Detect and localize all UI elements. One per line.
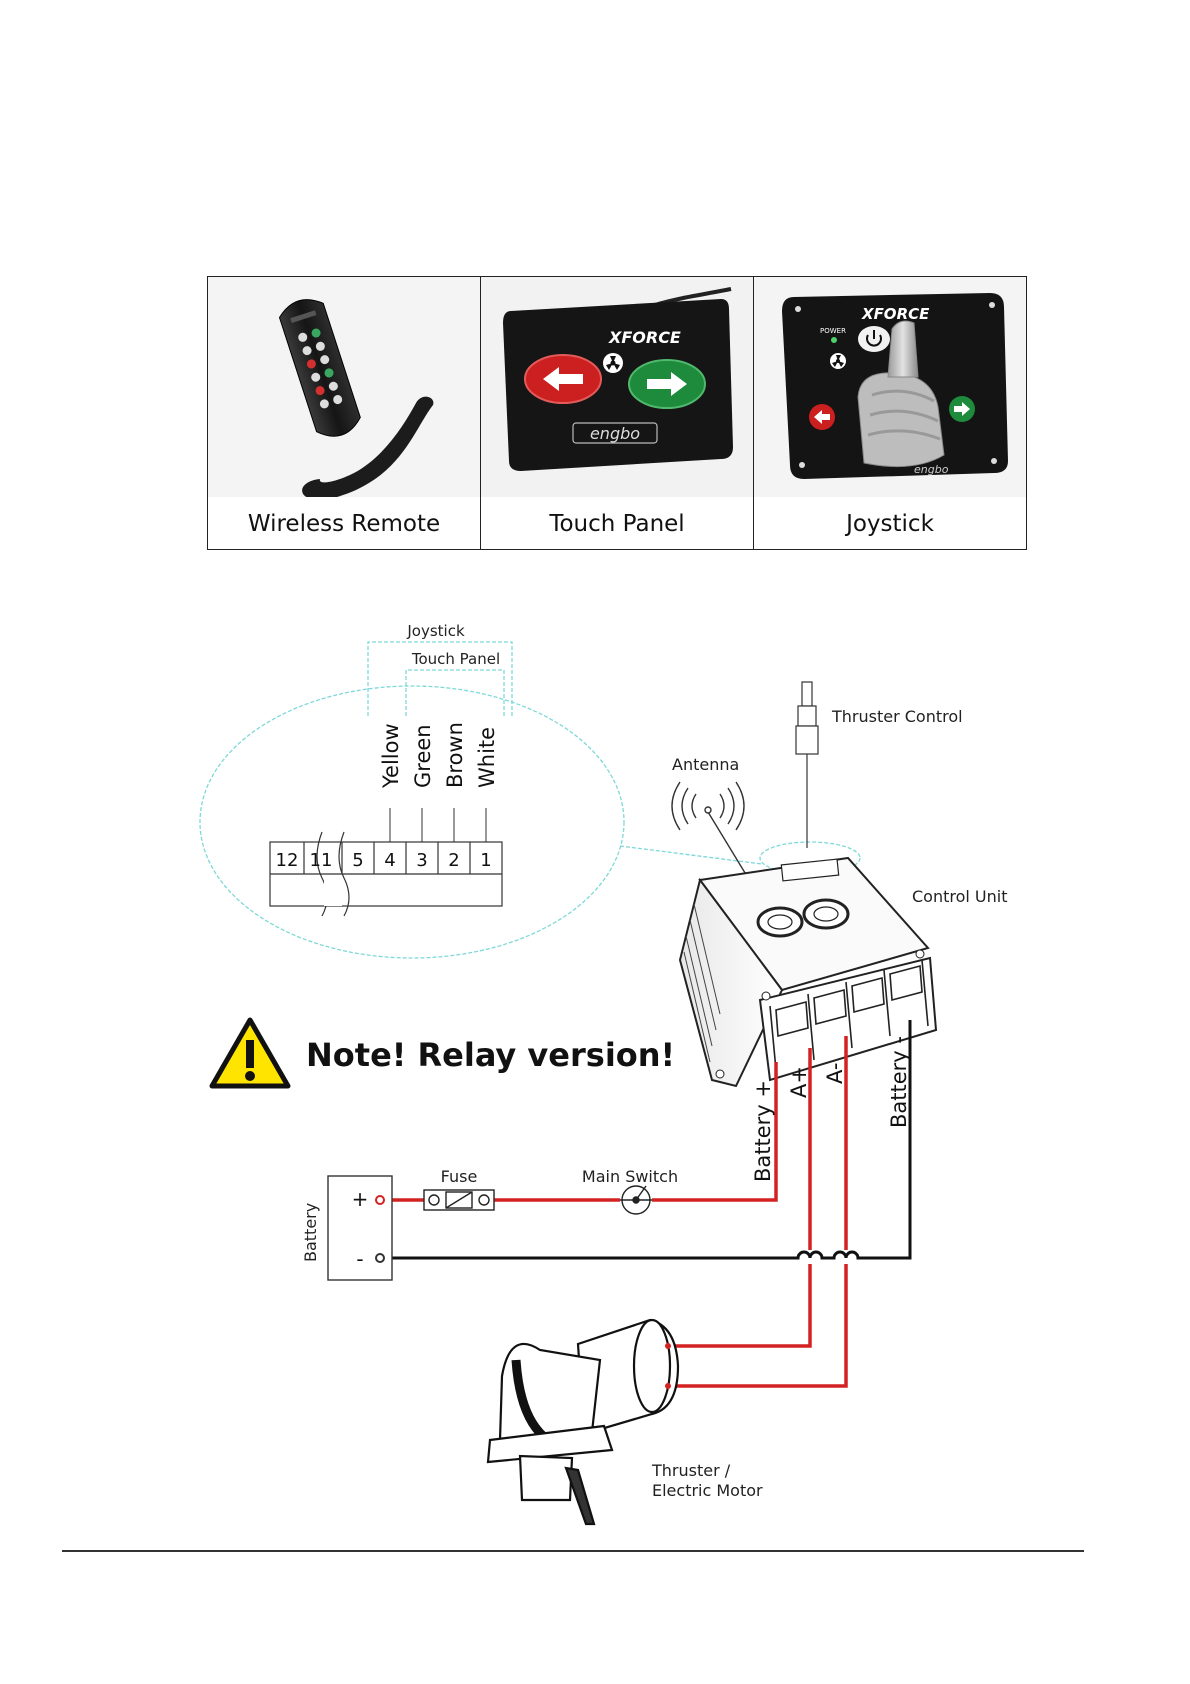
touch-panel-bracket	[406, 670, 504, 716]
joystick-image: XFORCE POWER	[754, 277, 1026, 497]
terminal-4: 4	[384, 850, 395, 871]
fan-icon	[830, 353, 846, 369]
a-plus-label: A+	[787, 1066, 811, 1098]
terminal-5: 5	[352, 850, 363, 871]
product-cell-joystick: XFORCE POWER	[753, 277, 1026, 549]
wire-label-green: Green	[411, 724, 435, 788]
control-unit-label: Control Unit	[912, 887, 1008, 906]
touch-panel-image: XFORCE engbo	[481, 277, 753, 497]
motor-label-line2: Electric Motor	[652, 1481, 763, 1500]
joystick-label: Joystick	[754, 511, 1026, 537]
joy-power-text: POWER	[820, 327, 846, 335]
antenna-label: Antenna	[672, 755, 739, 774]
product-cell-wireless-remote: Wireless Remote	[208, 277, 480, 549]
product-table: Wireless Remote XFORCE engbo Touch	[207, 276, 1027, 550]
thruster-control-plug	[796, 682, 818, 848]
wire-leads	[390, 808, 486, 842]
product-cell-touch-panel: XFORCE engbo Touch Panel	[480, 277, 753, 549]
fan-icon	[603, 353, 623, 373]
wire-label-yellow: Yellow	[379, 723, 403, 789]
fuse-symbol	[424, 1190, 494, 1210]
thruster-motor	[488, 1320, 678, 1524]
touch-logo-text: engbo	[590, 424, 640, 443]
main-switch-symbol	[620, 1186, 652, 1214]
callout-leader	[620, 846, 762, 864]
touch-panel-bracket-label: Touch Panel	[411, 650, 500, 668]
motor-label-line1: Thruster /	[651, 1461, 731, 1480]
thruster-control-label: Thruster Control	[831, 707, 963, 726]
wireless-remote-label: Wireless Remote	[208, 511, 480, 537]
arrow-left-icon	[809, 404, 835, 430]
touch-panel-label: Touch Panel	[481, 511, 753, 537]
terminal-1: 1	[480, 850, 491, 871]
battery-symbol: + -	[328, 1176, 392, 1280]
battery-neg-sign: -	[356, 1247, 363, 1271]
wire-label-brown: Brown	[443, 722, 467, 788]
terminal-12: 12	[276, 850, 299, 871]
joy-logo-text: engbo	[914, 463, 949, 476]
power-icon	[858, 326, 890, 352]
arrow-right-button	[629, 360, 705, 408]
terminal-2: 2	[448, 850, 459, 871]
power-led	[831, 337, 837, 343]
fuse-label: Fuse	[441, 1167, 478, 1186]
a-minus-label: A-	[823, 1063, 847, 1084]
wiring-diagram: Joystick Touch Panel Yellow Green Brown …	[0, 600, 1190, 1540]
battery-label: Battery	[301, 1203, 320, 1262]
terminal-block	[270, 832, 502, 916]
footer-rule	[62, 1550, 1084, 1552]
touch-brand-text: XFORCE	[608, 328, 681, 347]
arrow-left-button	[525, 355, 601, 403]
battery-pos-sign: +	[352, 1187, 369, 1211]
wire-color-labels: Yellow Green Brown White	[379, 722, 499, 789]
main-switch-label: Main Switch	[582, 1167, 678, 1186]
relay-note-text: Note! Relay version!	[306, 1036, 675, 1074]
wireless-remote-image	[208, 277, 480, 497]
arrow-right-icon	[949, 396, 975, 422]
terminal-3: 3	[416, 850, 427, 871]
warning-triangle-icon	[212, 1020, 288, 1086]
battery-plus-label: Battery +	[751, 1080, 775, 1182]
joystick-bracket-label: Joystick	[406, 622, 465, 640]
joy-brand-text: XFORCE	[861, 305, 930, 323]
wire-label-white: White	[475, 727, 499, 788]
terminal-break-gap	[324, 876, 342, 906]
terminal-11: 11	[310, 850, 333, 871]
battery-minus-label: Battery -	[887, 1036, 911, 1128]
